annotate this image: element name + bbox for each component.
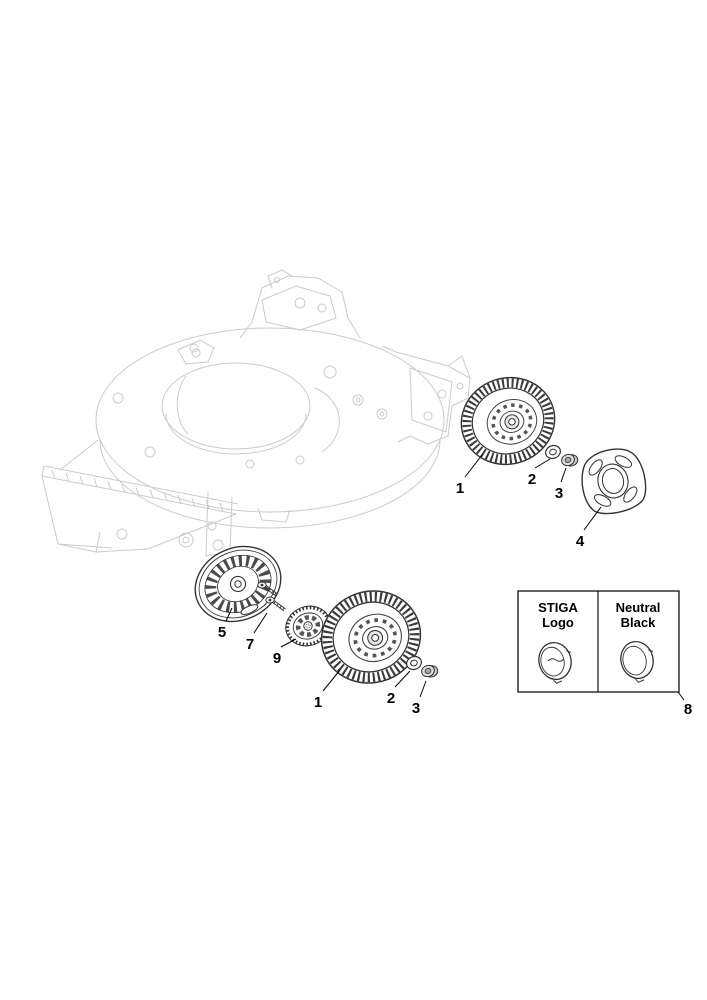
part-label-washer-top: 2 (528, 471, 536, 488)
wheel-assembly-top (450, 366, 647, 515)
protection-disc (194, 545, 282, 623)
leader-washer-bottom (394, 670, 411, 688)
leader-gear (280, 638, 297, 648)
wheel-bottom (310, 578, 433, 695)
stiga-logo-mark (547, 658, 565, 662)
mower-deck-outline (41, 269, 471, 557)
leader-options-box (677, 691, 685, 701)
part-label-nut-top: 3 (555, 485, 563, 502)
leader-nut-bottom (419, 680, 427, 698)
leader-wheel-top (464, 454, 483, 478)
part-label-protection-disc: 5 (218, 624, 226, 641)
part-label-nut-bottom: 3 (412, 700, 420, 717)
nut-top (559, 451, 580, 470)
leader-hub-cap (583, 506, 602, 531)
part-label-washer-bottom: 2 (387, 690, 395, 707)
nut-bottom (419, 662, 440, 681)
part-label-hub-cap: 4 (576, 533, 585, 550)
option-neutral-black-line2: Black (621, 615, 656, 630)
leader-lines (225, 454, 685, 701)
option-stiga-logo-line2: Logo (542, 615, 574, 630)
part-label-screws: 7 (246, 636, 254, 653)
part-label-gear: 9 (273, 650, 281, 667)
leader-protection-disc (225, 607, 233, 622)
option-stiga-logo-line1: STIGA (538, 600, 578, 615)
hubcap-options-box: STIGA Logo Neutral Black (517, 590, 680, 693)
wheel-assembly-bottom (310, 578, 440, 695)
leader-screws (253, 612, 268, 634)
leader-washer-top (534, 458, 551, 469)
hub-cap (581, 448, 647, 515)
washer-top (543, 442, 563, 462)
leader-nut-top (560, 467, 567, 483)
part-label-wheel-top: 1 (456, 480, 464, 497)
part-label-options-box: 8 (684, 701, 692, 718)
part-label-wheel-bottom: 1 (314, 694, 322, 711)
leader-wheel-bottom (322, 669, 341, 692)
option-neutral-black-line1: Neutral (616, 600, 661, 615)
hubcap-stiga-logo (534, 638, 578, 687)
